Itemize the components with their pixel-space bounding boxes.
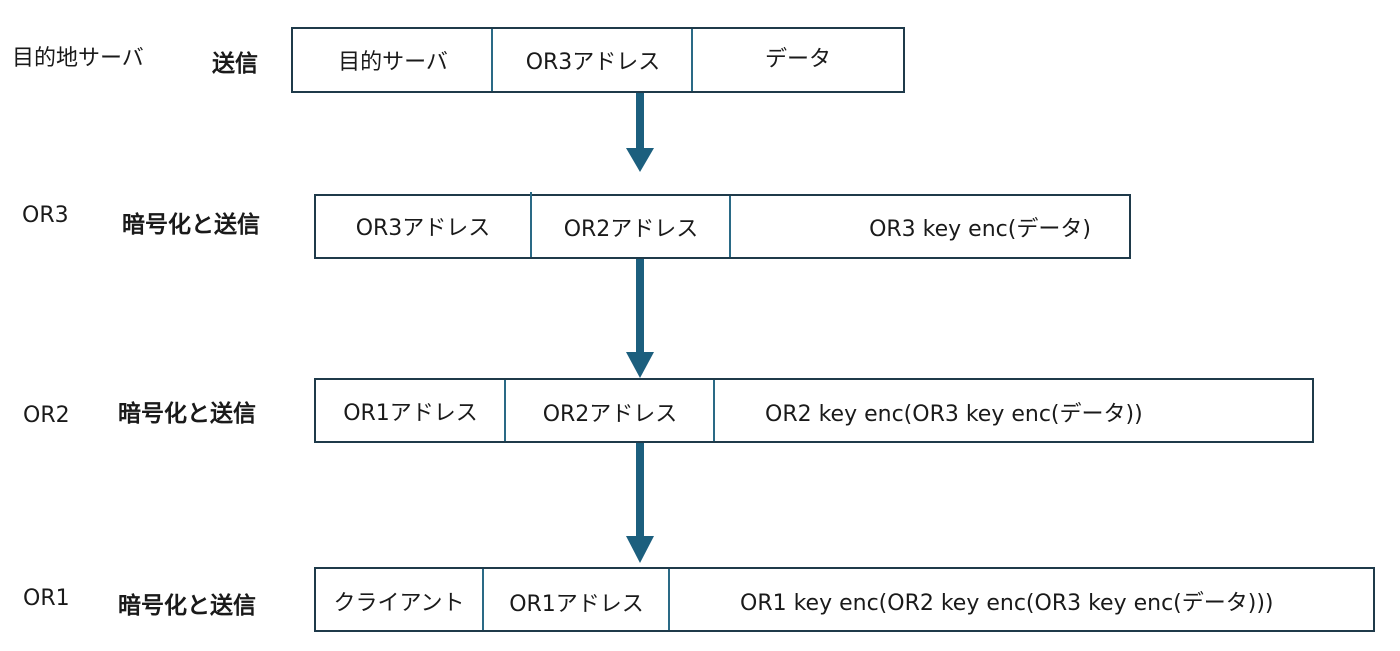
packet-cell-source-address: クライアント — [333, 591, 465, 616]
action-label-encrypt-send: 暗号化と送信 — [118, 593, 256, 619]
arrow-down — [626, 259, 654, 378]
cell-divider — [491, 29, 493, 91]
cell-divider — [713, 380, 715, 441]
cell-divider — [504, 380, 506, 441]
packet-cell-next-address: OR3アドレス — [525, 50, 661, 75]
cell-divider — [530, 192, 532, 257]
node-label-or2: OR2 — [23, 403, 70, 428]
node-label-destination-server: 目的地サーバ — [12, 46, 144, 71]
action-label-send: 送信 — [212, 51, 258, 77]
node-label-or3: OR3 — [22, 203, 69, 228]
packet-cell-payload: OR1 key enc(OR2 key enc(OR3 key enc(データ)… — [740, 591, 1274, 616]
arrow-down — [626, 93, 654, 172]
cell-divider — [691, 29, 693, 91]
packet-cell-payload: OR3 key enc(データ) — [869, 216, 1091, 242]
cell-divider — [482, 569, 484, 630]
packet-or2: OR1アドレス OR2アドレス OR2 key enc(OR3 key enc(… — [314, 378, 1314, 443]
packet-or1: クライアント OR1アドレス OR1 key enc(OR2 key enc(O… — [314, 567, 1375, 632]
packet-or3: OR3アドレス OR2アドレス OR3 key enc(データ) — [314, 192, 1131, 259]
action-label-encrypt-send: 暗号化と送信 — [118, 401, 256, 427]
packet-cell-next-address: OR2アドレス — [542, 402, 678, 427]
packet-cell-source-address: OR3アドレス — [355, 216, 491, 241]
node-label-or1: OR1 — [23, 586, 70, 611]
packet-cell-next-address: OR2アドレス — [563, 217, 699, 242]
cell-divider — [668, 569, 670, 630]
action-label-encrypt-send: 暗号化と送信 — [122, 212, 260, 238]
packet-cell-destination: 目的サーバ — [338, 50, 448, 75]
packet-cell-payload: データ — [764, 47, 831, 72]
packet-destination-server: 目的サーバ OR3アドレス データ — [291, 27, 905, 93]
packet-cell-next-address: OR1アドレス — [509, 592, 644, 617]
packet-cell-payload: OR2 key enc(OR3 key enc(データ)) — [765, 402, 1143, 427]
packet-cell-source-address: OR1アドレス — [343, 401, 478, 426]
cell-divider — [729, 196, 731, 257]
arrow-down — [626, 443, 654, 563]
